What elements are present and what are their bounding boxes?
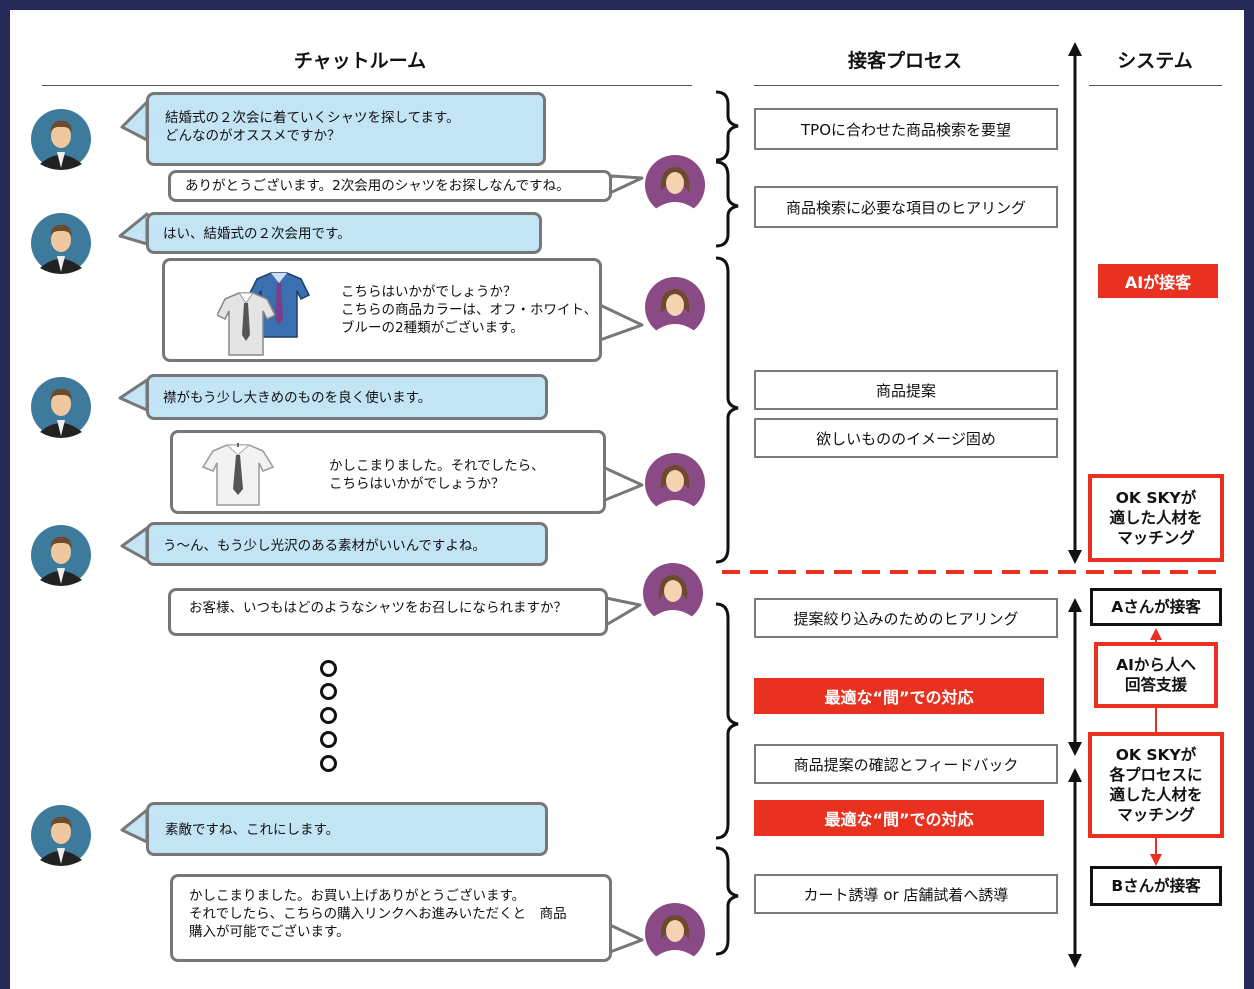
ai-service-label: AIが接客 bbox=[1098, 264, 1218, 298]
bracket bbox=[715, 256, 739, 564]
chat-bubble-customer: はい、結婚式の２次会用です。 bbox=[146, 212, 542, 254]
a-staff-box: Aさんが接客 bbox=[1090, 588, 1222, 626]
bubble-tail bbox=[604, 596, 642, 627]
ai-support-box: AIから人へ 回答支援 bbox=[1094, 642, 1218, 708]
ellipsis-dot bbox=[320, 660, 337, 677]
chat-bubble-staff: かしこまりました。それでしたら、 こちらはいかがでしょうか？ bbox=[170, 430, 606, 514]
staff-avatar-icon bbox=[645, 453, 705, 514]
bracket bbox=[715, 160, 739, 248]
chat-message: はい、結婚式の２次会用です。 bbox=[163, 226, 351, 242]
ellipsis-dot bbox=[320, 683, 337, 700]
ok-sky-process-matching-box: OK SKYが 各プロセスに 適した人材を マッチング bbox=[1088, 732, 1224, 838]
bubble-tail bbox=[120, 526, 149, 562]
system-header: システム bbox=[1117, 50, 1193, 72]
customer-avatar-icon bbox=[31, 109, 91, 170]
chat-message: 素敵ですね、これにします。 bbox=[165, 822, 340, 838]
chat-message: う～ん、もう少し光沢のある素材がいいんですよね。 bbox=[163, 538, 486, 554]
chat-bubble-staff: こちらはいかがでしょうか？ こちらの商品カラーは、オフ・ホワイト、 ブルーの2種… bbox=[162, 258, 602, 362]
process-header: 接客プロセス bbox=[847, 50, 962, 72]
bubble-tail bbox=[603, 466, 644, 502]
chat-bubble-staff: お客様、いつもはどのようなシャツをお召しになられますか？ bbox=[168, 588, 608, 636]
chat-bubble-staff: ありがとうございます。2次会用のシャツをお探しなんですね。 bbox=[168, 170, 612, 202]
process-step: 欲しいもののイメージ固め bbox=[754, 418, 1058, 458]
staff-avatar-icon bbox=[645, 155, 705, 216]
process-step-highlight: 最適な“間”での対応 bbox=[754, 678, 1044, 714]
process-step: 提案絞り込みのためのヒアリング bbox=[754, 598, 1058, 638]
system-header-rule bbox=[1089, 85, 1222, 86]
customer-avatar-icon bbox=[31, 377, 91, 438]
chat-bubble-customer: う～ん、もう少し光沢のある素材がいいんですよね。 bbox=[146, 522, 548, 566]
shirt-icon bbox=[201, 443, 275, 506]
chat-bubble-customer: 結婚式の２次会に着ていくシャツを探してます。 どんなのがオススメですか？ bbox=[146, 92, 546, 166]
chat-bubble-customer: 襟がもう少し大きめのものを良く使います。 bbox=[146, 374, 548, 420]
white-shirt bbox=[217, 292, 277, 356]
ok-sky-matching-box: OK SKYが 適した人材を マッチング bbox=[1088, 474, 1224, 562]
ellipsis-dot bbox=[320, 731, 337, 748]
chat-message: かしこまりました。それでしたら、 こちらはいかがでしょうか？ bbox=[329, 458, 545, 492]
staff-avatar-icon bbox=[645, 277, 705, 338]
customer-avatar-icon bbox=[31, 805, 91, 866]
process-header-rule bbox=[754, 85, 1059, 86]
chat-bubble-staff: かしこまりました。お買い上げありがとうございます。 それでしたら、こちらの購入リ… bbox=[170, 874, 612, 962]
bubble-tail bbox=[118, 212, 149, 246]
customer-avatar-icon bbox=[31, 525, 91, 586]
process-step: カート誘導 or 店舗試着へ誘導 bbox=[754, 874, 1058, 914]
chat-bubble-customer: 素敵ですね、これにします。 bbox=[146, 802, 548, 856]
chat-message: 襟がもう少し大きめのものを良く使います。 bbox=[163, 390, 432, 406]
blue-shirt bbox=[247, 272, 311, 338]
process-step: TPOに合わせた商品検索を要望 bbox=[754, 108, 1058, 150]
process-step: 商品提案 bbox=[754, 370, 1058, 410]
bubble-tail bbox=[598, 303, 644, 342]
bracket bbox=[715, 90, 739, 162]
chat-message: かしこまりました。お買い上げありがとうございます。 それでしたら、こちらの購入リ… bbox=[189, 888, 567, 940]
chat-message: お客様、いつもはどのようなシャツをお召しになられますか？ bbox=[189, 600, 567, 616]
chat-message: ありがとうございます。2次会用のシャツをお探しなんですね。 bbox=[185, 178, 570, 194]
chat-header-rule bbox=[42, 85, 692, 86]
bubble-tail bbox=[118, 378, 149, 412]
chat-message: 結婚式の２次会に着ていくシャツを探してます。 どんなのがオススメですか？ bbox=[165, 110, 460, 144]
bubble-tail bbox=[120, 100, 149, 142]
customer-avatar-icon bbox=[31, 213, 91, 274]
process-step: 商品検索に必要な項目のヒアリング bbox=[754, 186, 1058, 228]
process-step-highlight: 最適な“間”での対応 bbox=[754, 800, 1044, 836]
bubble-tail bbox=[608, 923, 644, 954]
bracket bbox=[715, 846, 739, 956]
ellipsis-dot bbox=[320, 755, 337, 772]
bubble-tail bbox=[120, 808, 149, 844]
bubble-tail bbox=[610, 174, 644, 194]
ellipsis-dot bbox=[320, 707, 337, 724]
chat-room-header: チャットルーム bbox=[293, 50, 427, 72]
staff-avatar-icon bbox=[643, 563, 703, 624]
process-step: 商品提案の確認とフィードバック bbox=[754, 744, 1058, 784]
staff-avatar-icon bbox=[645, 903, 705, 964]
shirts-icon bbox=[217, 272, 311, 356]
chat-message: こちらはいかがでしょうか？ こちらの商品カラーは、オフ・ホワイト、 ブルーの2種… bbox=[341, 284, 598, 336]
bracket bbox=[715, 602, 739, 840]
b-staff-box: Bさんが接客 bbox=[1090, 866, 1222, 906]
